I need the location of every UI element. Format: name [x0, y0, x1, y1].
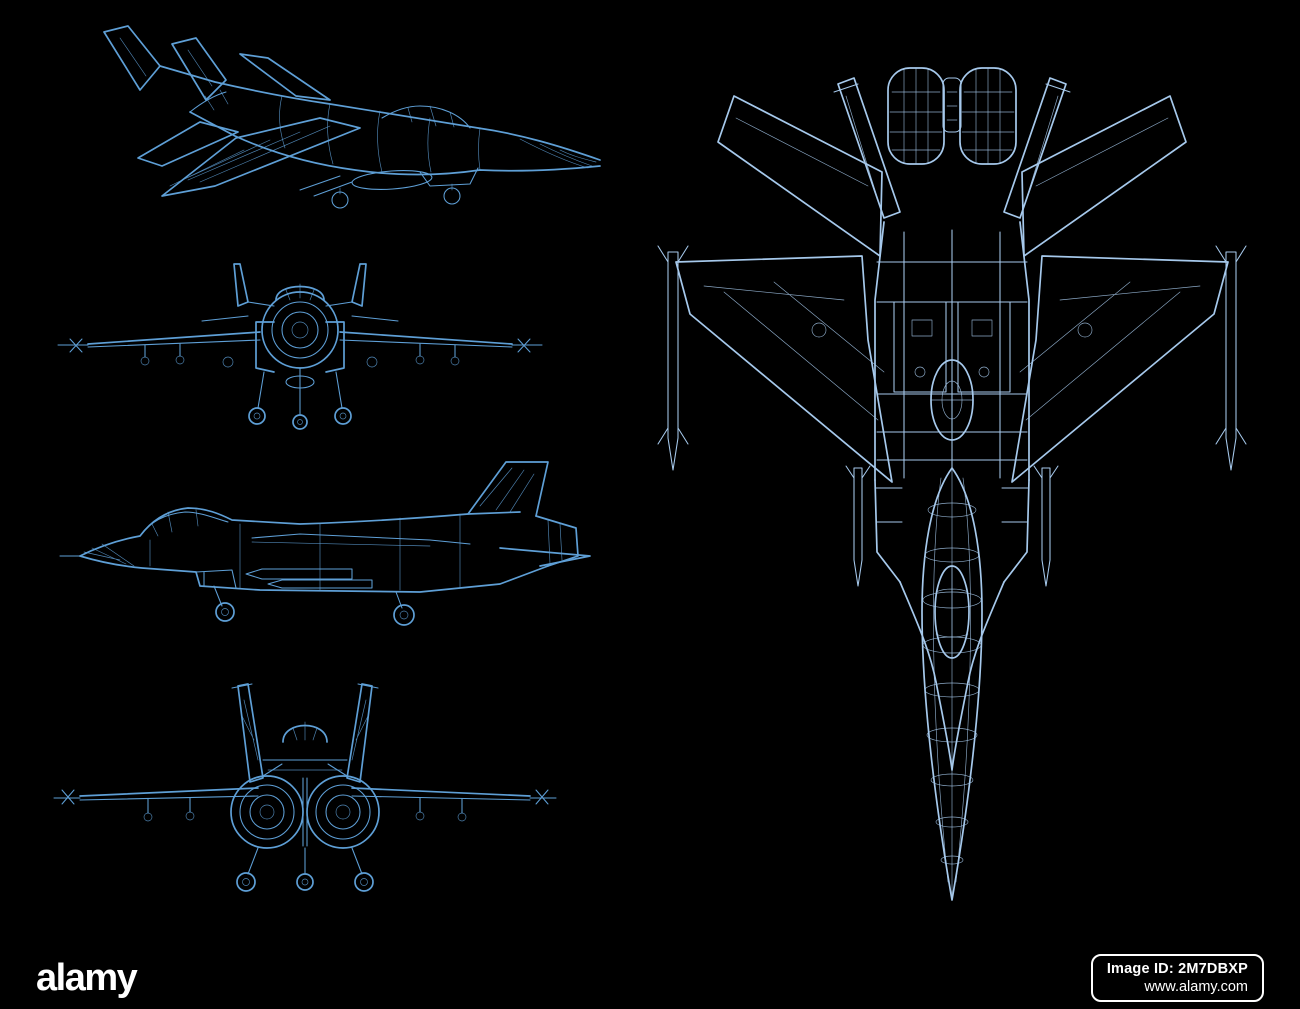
alamy-logo: alamy	[36, 957, 138, 999]
view-front	[57, 263, 543, 430]
blueprint-figure	[53, 25, 1247, 901]
view-side	[59, 461, 591, 626]
view-front-landing-gear	[53, 683, 557, 892]
alamy-url-text: www.alamy.com	[1144, 979, 1248, 995]
view-top-plan	[657, 67, 1247, 901]
image-id-text: Image ID: 2M7DBXP	[1106, 961, 1248, 977]
watermark-bar: alamy Image ID: 2M7DBXP www.alamy.com	[0, 947, 1300, 1009]
view-perspective	[103, 25, 601, 209]
image-id-box: Image ID: 2M7DBXP www.alamy.com	[1090, 954, 1264, 1002]
wireframe-canvas	[53, 25, 1247, 901]
